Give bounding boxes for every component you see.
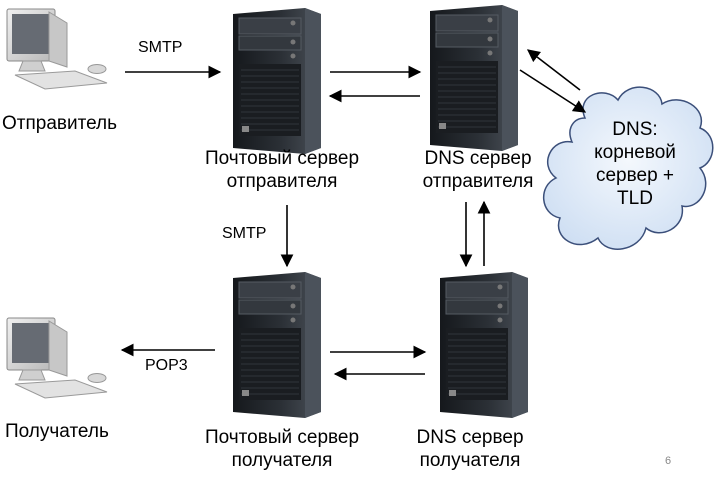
dns-cloud-shape	[542, 86, 714, 250]
receiver-computer-icon	[6, 317, 108, 399]
protocol-smtp-servers: SMTP	[222, 225, 267, 242]
sender-computer-icon	[6, 8, 108, 90]
sender-dns-server-label-line2: отправителя	[422, 171, 534, 192]
receiver-dns-server-label-line1: DNS сервер	[416, 427, 524, 448]
receiver-mail-server-label-line2: получателя	[231, 450, 333, 471]
receiver-mail-server-icon	[232, 271, 322, 419]
receiver-mail-server-label-line1: Почтовый сервер	[204, 427, 360, 448]
dns-cloud-label-line4: TLD	[617, 188, 653, 209]
sender-dns-server-label-line1: DNS сервер	[424, 148, 532, 169]
sender-mail-server-label-line1: Почтовый сервер	[204, 148, 360, 169]
receiver-dns-server-label-line2: получателя	[419, 450, 521, 471]
dns-cloud-label-line2: корневой	[594, 142, 676, 163]
sender-mail-server-label: Почтовый сервер отправителя	[192, 147, 372, 193]
sender-dns-server-icon	[429, 4, 519, 152]
arrow-cloud-to-dns	[526, 49, 581, 91]
sender-label: Отправитель	[2, 113, 118, 134]
dns-cloud-label-line3: сервер +	[595, 165, 675, 186]
dns-cloud-label-line1: DNS:	[612, 119, 658, 140]
sender-mail-server-label-line2: отправителя	[226, 171, 338, 192]
sender-mail-server-icon	[232, 7, 322, 155]
receiver-mail-server-label: Почтовый сервер получателя	[192, 426, 372, 472]
sender-dns-server-label: DNS сервер отправителя	[398, 147, 558, 193]
receiver-dns-server-icon	[439, 271, 529, 419]
arrow-dns-to-cloud	[519, 69, 587, 113]
receiver-label: Получатель	[5, 421, 109, 442]
protocol-pop3: POP3	[145, 357, 188, 374]
dns-cloud-label: DNS: корневой сервер + TLD	[560, 118, 710, 210]
page-number: 6	[665, 455, 672, 467]
protocol-smtp-sender: SMTP	[138, 39, 183, 56]
receiver-dns-server-label: DNS сервер получателя	[390, 426, 550, 472]
